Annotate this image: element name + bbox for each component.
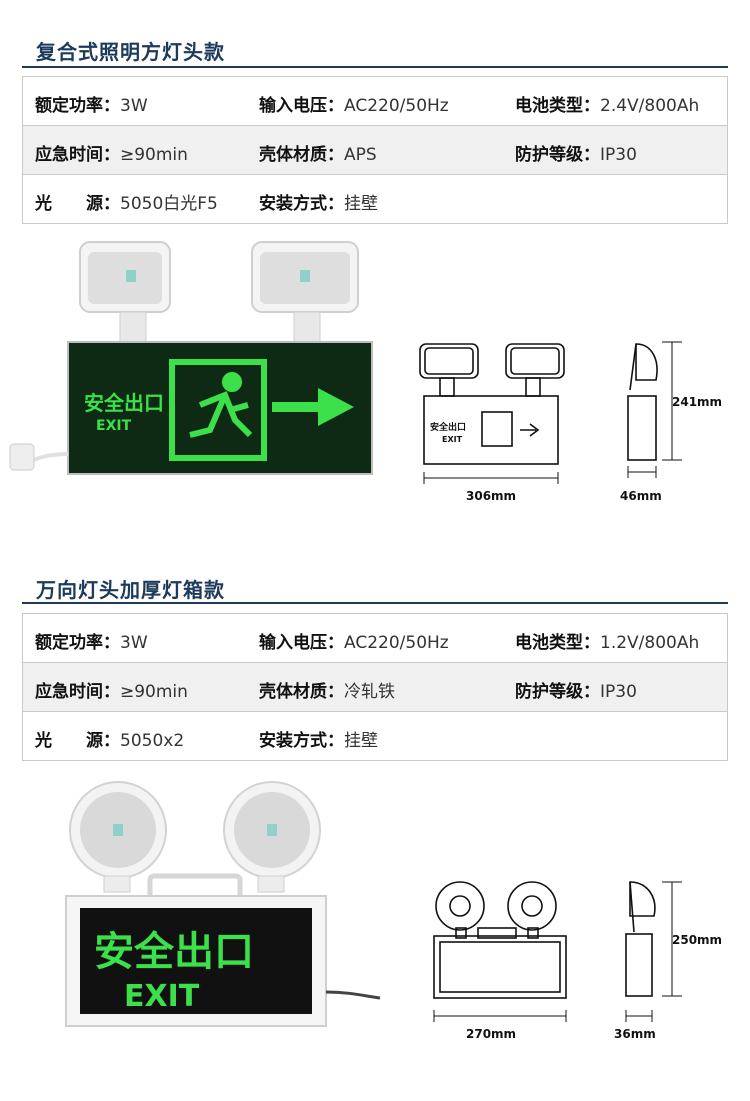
spec-value: AC220/50Hz [344, 96, 449, 116]
spec-value: IP30 [600, 682, 637, 702]
section-2-spec-table: 额定功率：3W 输入电压：AC220/50Hz 电池类型：1.2V/800Ah … [22, 613, 728, 761]
sign-text: 安全出口 [94, 929, 254, 975]
dimension-height: 241mm [672, 395, 722, 409]
spec-value: 5050白光F5 [120, 194, 218, 214]
spec-key: 应急时间： [35, 145, 120, 165]
product-1-side-drawing: 241mm 46mm [620, 341, 722, 503]
spec-row: 应急时间：≥90min 壳体材质：APS 防护等级：IP30 [23, 126, 727, 175]
section-1-title: 复合式照明方灯头款 [36, 40, 225, 64]
section-1-divider [22, 66, 728, 68]
spec-value: AC220/50Hz [344, 633, 449, 653]
dimension-width: 270mm [466, 1027, 516, 1041]
spec-key: 壳体材质： [259, 682, 344, 702]
plug-icon [9, 443, 69, 471]
spec-key: 光 源： [35, 731, 120, 751]
product-1-image: 安全出口 EXIT [9, 241, 373, 475]
product-2-image: 安全出口 EXIT [65, 781, 381, 1027]
spec-value: 挂壁 [344, 731, 378, 751]
spec-value: 冷轧铁 [344, 682, 395, 702]
spec-key: 安装方式： [259, 731, 344, 751]
spec-key: 应急时间： [35, 682, 120, 702]
spec-value: 挂壁 [344, 194, 378, 214]
dimension-depth: 46mm [620, 489, 662, 503]
spec-value: 3W [120, 633, 148, 653]
section-2-divider [22, 602, 728, 604]
sign-exit-text: EXIT [96, 418, 132, 434]
spec-value: 5050x2 [120, 731, 185, 751]
sign-text: 安全出口 [84, 391, 164, 415]
drawing-sign-exit: EXIT [442, 435, 463, 444]
drawing-sign-text: 安全出口 [430, 421, 466, 433]
spec-row: 光 源：5050白光F5 安装方式：挂壁 [23, 175, 727, 223]
lamp-head-left [79, 241, 171, 343]
spec-key: 安装方式： [259, 194, 344, 214]
dimension-width: 306mm [466, 489, 516, 503]
spec-key: 额定功率： [35, 96, 120, 116]
product-2-side-drawing: 250mm 36mm [614, 881, 722, 1041]
dimension-height: 250mm [672, 933, 722, 947]
spec-key: 防护等级： [515, 145, 600, 165]
spec-value: 3W [120, 96, 148, 116]
spec-value: 1.2V/800Ah [600, 633, 700, 653]
spec-value: ≥90min [120, 145, 188, 165]
section-1-spec-table: 额定功率：3W 输入电压：AC220/50Hz 电池类型：2.4V/800Ah … [22, 76, 728, 224]
power-cord [325, 990, 381, 1000]
spec-key: 壳体材质： [259, 145, 344, 165]
running-man-icon [169, 359, 267, 461]
spec-key: 光 源： [35, 194, 120, 214]
spec-row: 额定功率：3W 输入电压：AC220/50Hz 电池类型：2.4V/800Ah [23, 77, 727, 126]
spec-key: 电池类型： [515, 96, 600, 116]
spec-row: 光 源：5050x2 安装方式：挂壁 [23, 712, 727, 760]
spec-row: 额定功率：3W 输入电压：AC220/50Hz 电池类型：1.2V/800Ah [23, 614, 727, 663]
spec-key: 防护等级： [515, 682, 600, 702]
product-2-front-drawing: 270mm [433, 881, 567, 1041]
spec-key: 电池类型： [515, 633, 600, 653]
spec-value: 2.4V/800Ah [600, 96, 700, 116]
sign-panel [80, 908, 312, 1014]
section-2-title: 万向灯头加厚灯箱款 [36, 578, 225, 602]
sign-exit-text: EXIT [124, 979, 200, 1014]
dimension-depth: 36mm [614, 1027, 656, 1041]
product-1-front-drawing: 安全出口 EXIT 306mm [419, 343, 565, 503]
spec-value: APS [344, 145, 377, 165]
spec-key: 输入电压： [259, 96, 344, 116]
lamp-head-right [251, 241, 359, 343]
spec-key: 额定功率： [35, 633, 120, 653]
spec-value: ≥90min [120, 682, 188, 702]
spec-key: 输入电压： [259, 633, 344, 653]
round-lamp-head-right [223, 781, 321, 893]
spec-row: 应急时间：≥90min 壳体材质：冷轧铁 防护等级：IP30 [23, 663, 727, 712]
carry-handle [147, 873, 243, 901]
arrow-right-icon [272, 388, 354, 426]
round-lamp-head-left [69, 781, 167, 893]
spec-value: IP30 [600, 145, 637, 165]
